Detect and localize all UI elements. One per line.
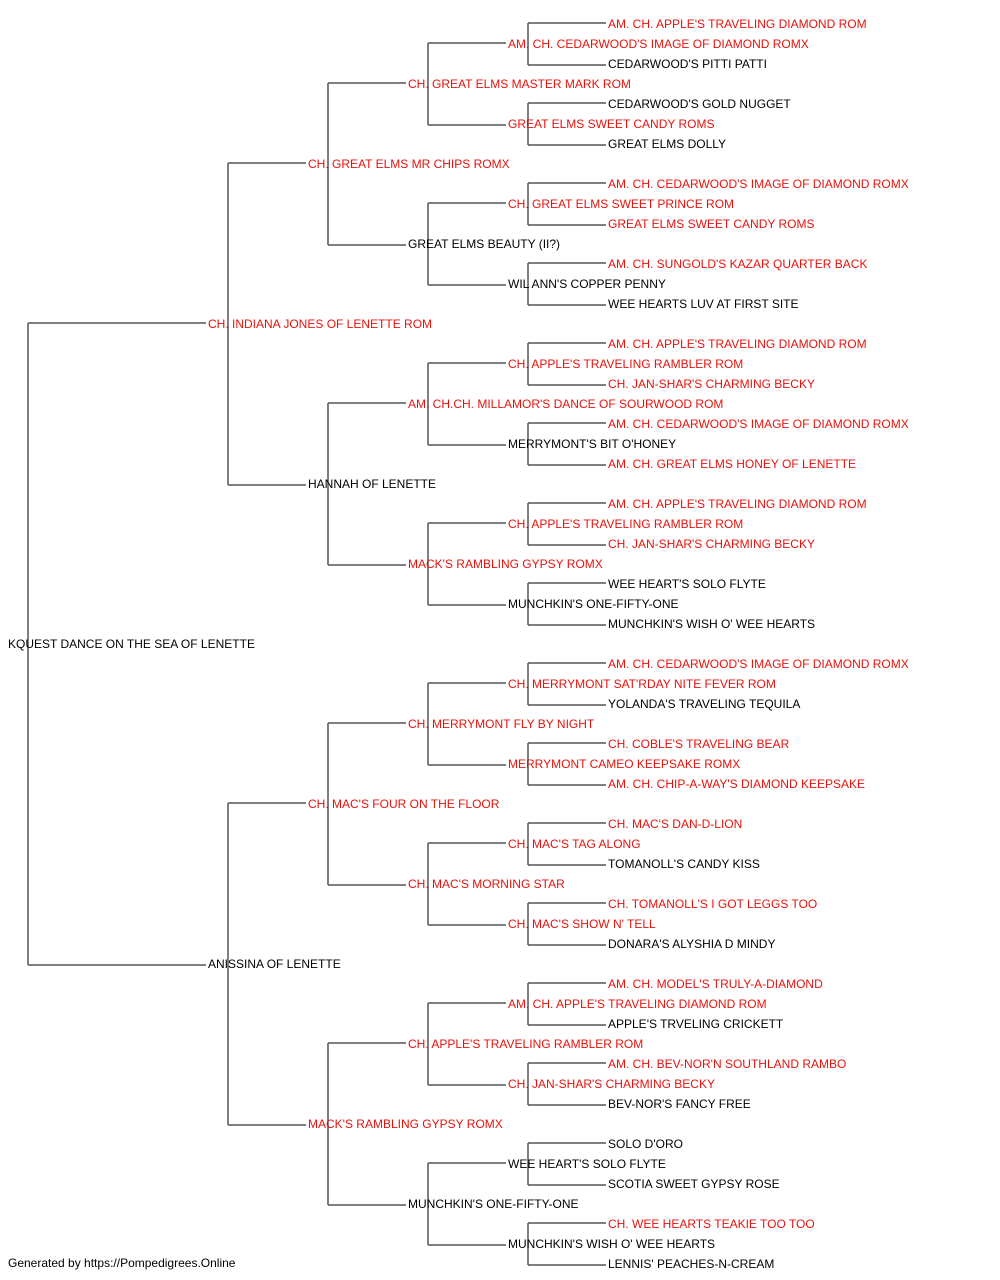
- ancestor-name: WIL ANN'S COPPER PENNY: [508, 277, 666, 291]
- ancestor-name: CEDARWOOD'S PITTI PATTI: [608, 57, 767, 71]
- ancestor-name: CH. GREAT ELMS SWEET PRINCE ROM: [508, 197, 734, 211]
- ancestor-name: CH. WEE HEARTS TEAKIE TOO TOO: [608, 1217, 815, 1231]
- ancestor-name: GREAT ELMS SWEET CANDY ROMS: [608, 217, 814, 231]
- ancestor-name: MUNCHKIN'S ONE-FIFTY-ONE: [408, 1197, 579, 1211]
- ancestor-name: AM. CH. CEDARWOOD'S IMAGE OF DIAMOND ROM…: [508, 37, 809, 51]
- ancestor-name: DONARA'S ALYSHIA D MINDY: [608, 937, 775, 951]
- ancestor-name: AM. CH. APPLE'S TRAVELING DIAMOND ROM: [608, 337, 867, 351]
- generator-credit: Generated by https://Pompedigrees.Online: [8, 1256, 236, 1270]
- ancestor-name: CH. MAC'S DAN-D-LION: [608, 817, 742, 831]
- ancestor-name: CH. MAC'S FOUR ON THE FLOOR: [308, 797, 500, 811]
- ancestor-name: WEE HEART'S SOLO FLYTE: [508, 1157, 666, 1171]
- ancestor-name: CH. MAC'S TAG ALONG: [508, 837, 641, 851]
- ancestor-name: MUNCHKIN'S WISH O' WEE HEARTS: [508, 1237, 715, 1251]
- ancestor-name: AM. CH. CHIP-A-WAY'S DIAMOND KEEPSAKE: [608, 777, 865, 791]
- ancestor-name: MUNCHKIN'S WISH O' WEE HEARTS: [608, 617, 815, 631]
- ancestor-name: CH. MERRYMONT SAT'RDAY NITE FEVER ROM: [508, 677, 776, 691]
- ancestor-name: CH. MAC'S SHOW N' TELL: [508, 917, 656, 931]
- ancestor-name: ANISSINA OF LENETTE: [208, 957, 341, 971]
- ancestor-name: MACK'S RAMBLING GYPSY ROMX: [408, 557, 603, 571]
- ancestor-name: CH. APPLE'S TRAVELING RAMBLER ROM: [508, 357, 743, 371]
- ancestor-name: AM. CH. GREAT ELMS HONEY OF LENETTE: [608, 457, 856, 471]
- ancestor-name: CH. INDIANA JONES OF LENETTE ROM: [208, 317, 432, 331]
- ancestor-name: GREAT ELMS SWEET CANDY ROMS: [508, 117, 714, 131]
- ancestor-name: BEV-NOR'S FANCY FREE: [608, 1097, 751, 1111]
- ancestor-name: CH. MERRYMONT FLY BY NIGHT: [408, 717, 595, 731]
- subject-dog-name: KQUEST DANCE ON THE SEA OF LENETTE: [8, 637, 255, 651]
- ancestor-name: CH. JAN-SHAR'S CHARMING BECKY: [608, 537, 815, 551]
- ancestor-name: CH. APPLE'S TRAVELING RAMBLER ROM: [408, 1037, 643, 1051]
- ancestor-name: AM. CH. MODEL'S TRULY-A-DIAMOND: [608, 977, 823, 991]
- ancestor-name: MUNCHKIN'S ONE-FIFTY-ONE: [508, 597, 679, 611]
- ancestor-name: SOLO D'ORO: [608, 1137, 683, 1151]
- ancestor-name: AM. CH.CH. MILLAMOR'S DANCE OF SOURWOOD …: [408, 397, 723, 411]
- ancestor-name: CH. GREAT ELMS MR CHIPS ROMX: [308, 157, 510, 171]
- ancestor-name: GREAT ELMS DOLLY: [608, 137, 726, 151]
- ancestor-name: GREAT ELMS BEAUTY (II?): [408, 237, 560, 251]
- ancestor-name: HANNAH OF LENETTE: [308, 477, 436, 491]
- ancestor-name: LENNIS' PEACHES-N-CREAM: [608, 1257, 774, 1271]
- ancestor-name: AM. CH. CEDARWOOD'S IMAGE OF DIAMOND ROM…: [608, 657, 909, 671]
- ancestor-name: CH. JAN-SHAR'S CHARMING BECKY: [508, 1077, 715, 1091]
- ancestor-name: AM. CH. APPLE'S TRAVELING DIAMOND ROM: [608, 497, 867, 511]
- ancestor-name: SCOTIA SWEET GYPSY ROSE: [608, 1177, 780, 1191]
- ancestor-name: AM. CH. BEV-NOR'N SOUTHLAND RAMBO: [608, 1057, 846, 1071]
- ancestor-name: AM. CH. CEDARWOOD'S IMAGE OF DIAMOND ROM…: [608, 177, 909, 191]
- ancestor-name: MERRYMONT CAMEO KEEPSAKE ROMX: [508, 757, 740, 771]
- ancestor-name: CH. GREAT ELMS MASTER MARK ROM: [408, 77, 631, 91]
- ancestor-name: YOLANDA'S TRAVELING TEQUILA: [608, 697, 800, 711]
- ancestor-name: MACK'S RAMBLING GYPSY ROMX: [308, 1117, 503, 1131]
- ancestor-name: WEE HEART'S SOLO FLYTE: [608, 577, 766, 591]
- ancestor-name: MERRYMONT'S BIT O'HONEY: [508, 437, 676, 451]
- ancestor-name: CH. APPLE'S TRAVELING RAMBLER ROM: [508, 517, 743, 531]
- pedigree-labels: KQUEST DANCE ON THE SEA OF LENETTE CH. IN…: [8, 17, 909, 1271]
- ancestor-name: CH. TOMANOLL'S I GOT LEGGS TOO: [608, 897, 817, 911]
- ancestor-name: TOMANOLL'S CANDY KISS: [608, 857, 760, 871]
- connector-lines: [27, 22, 606, 1266]
- ancestor-name: AM. CH. APPLE'S TRAVELING DIAMOND ROM: [508, 997, 767, 1011]
- ancestor-name: CH. MAC'S MORNING STAR: [408, 877, 565, 891]
- ancestor-name: APPLE'S TRVELING CRICKETT: [608, 1017, 784, 1031]
- ancestor-name: AM. CH. SUNGOLD'S KAZAR QUARTER BACK: [608, 257, 867, 271]
- ancestor-name: CEDARWOOD'S GOLD NUGGET: [608, 97, 791, 111]
- ancestor-name: WEE HEARTS LUV AT FIRST SITE: [608, 297, 799, 311]
- ancestor-name: CH. JAN-SHAR'S CHARMING BECKY: [608, 377, 815, 391]
- ancestor-name: AM. CH. APPLE'S TRAVELING DIAMOND ROM: [608, 17, 867, 31]
- ancestor-name: AM. CH. CEDARWOOD'S IMAGE OF DIAMOND ROM…: [608, 417, 909, 431]
- ancestor-name: CH. COBLE'S TRAVELING BEAR: [608, 737, 790, 751]
